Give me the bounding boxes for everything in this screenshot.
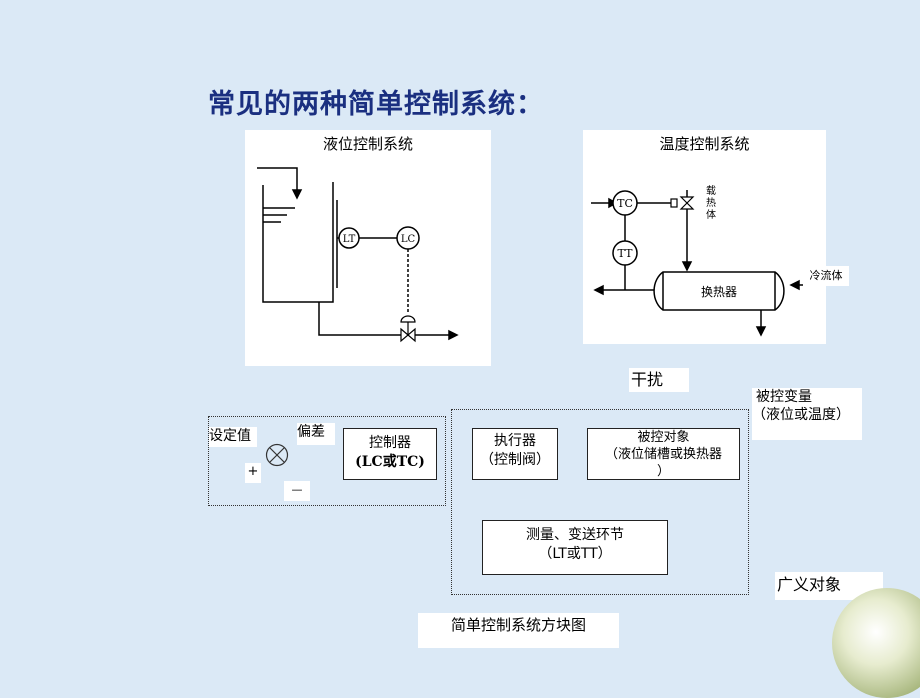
temperature-control-panel: 温度控制系统: [583, 130, 826, 344]
process-line1: 被控对象: [637, 430, 690, 445]
plus-sign: +: [245, 463, 261, 483]
level-control-diagram: LT LC: [257, 167, 459, 343]
controller-block: 控制器 (LC或TC): [343, 428, 437, 480]
exchanger-label: 换热器: [701, 285, 737, 299]
slide-title: 常见的两种简单控制系统：: [208, 89, 544, 120]
lc-instrument-icon: [396, 226, 420, 250]
summing-junction-icon: [265, 443, 289, 467]
carrier-label-1: 载: [706, 185, 716, 197]
process-line2: （液位储槽或换热器: [604, 447, 722, 462]
carrier-label-2: 热: [706, 196, 716, 209]
control-valve-icon: [400, 315, 416, 343]
decorative-circle: [832, 588, 920, 698]
process-block: 被控对象 （液位储槽或换热器 ）: [587, 428, 740, 480]
controller-line2: (LC或TC): [355, 454, 425, 470]
controller-group-frame: [208, 416, 446, 506]
tt-instrument-icon: [612, 240, 638, 266]
actuator-line1: 执行器: [494, 433, 536, 449]
carrier-label-3: 体: [706, 209, 716, 221]
lt-label: LT: [343, 234, 356, 245]
carrier-valve-icon: [670, 196, 695, 210]
generalized-object-frame: [451, 409, 749, 595]
setpoint-label: 设定值: [209, 427, 257, 447]
diagram-caption: 简单控制系统方块图: [418, 613, 619, 648]
controller-line1: 控制器: [369, 435, 411, 451]
heat-exchanger-icon: [653, 271, 785, 311]
measurement-block: 测量、变送环节 （LT或TT）: [482, 520, 668, 575]
controlled-variable-line1: 被控变量: [756, 389, 812, 405]
deviation-label: 偏差: [297, 423, 335, 445]
controlled-variable-line2: （液位或温度）: [752, 407, 850, 423]
controlled-variable-label: 被控变量 （液位或温度）: [752, 388, 862, 440]
temperature-control-diagram: TC TT 换热器 载 热 体: [591, 185, 818, 337]
lt-instrument-icon: [338, 227, 360, 249]
process-line3: ）: [656, 464, 670, 479]
level-control-panel: 液位控制系统 LT LC: [245, 130, 491, 366]
disturbance-label: 干扰: [629, 368, 689, 392]
level-panel-title: 液位控制系统: [322, 135, 413, 153]
tc-instrument-icon: [612, 190, 638, 216]
tc-label: TC: [617, 197, 633, 210]
actuator-block: 执行器 （控制阀）: [472, 428, 558, 480]
temperature-panel-title: 温度控制系统: [659, 135, 750, 153]
tt-label: TT: [618, 247, 634, 260]
cold-fluid-label: 冷流体: [803, 266, 849, 286]
measurement-line1: 测量、变送环节: [526, 527, 624, 543]
actuator-line2: （控制阀）: [480, 452, 550, 468]
minus-sign: —: [284, 481, 310, 501]
lc-label: LC: [401, 234, 416, 245]
measurement-line2: （LT或TT）: [538, 546, 612, 562]
